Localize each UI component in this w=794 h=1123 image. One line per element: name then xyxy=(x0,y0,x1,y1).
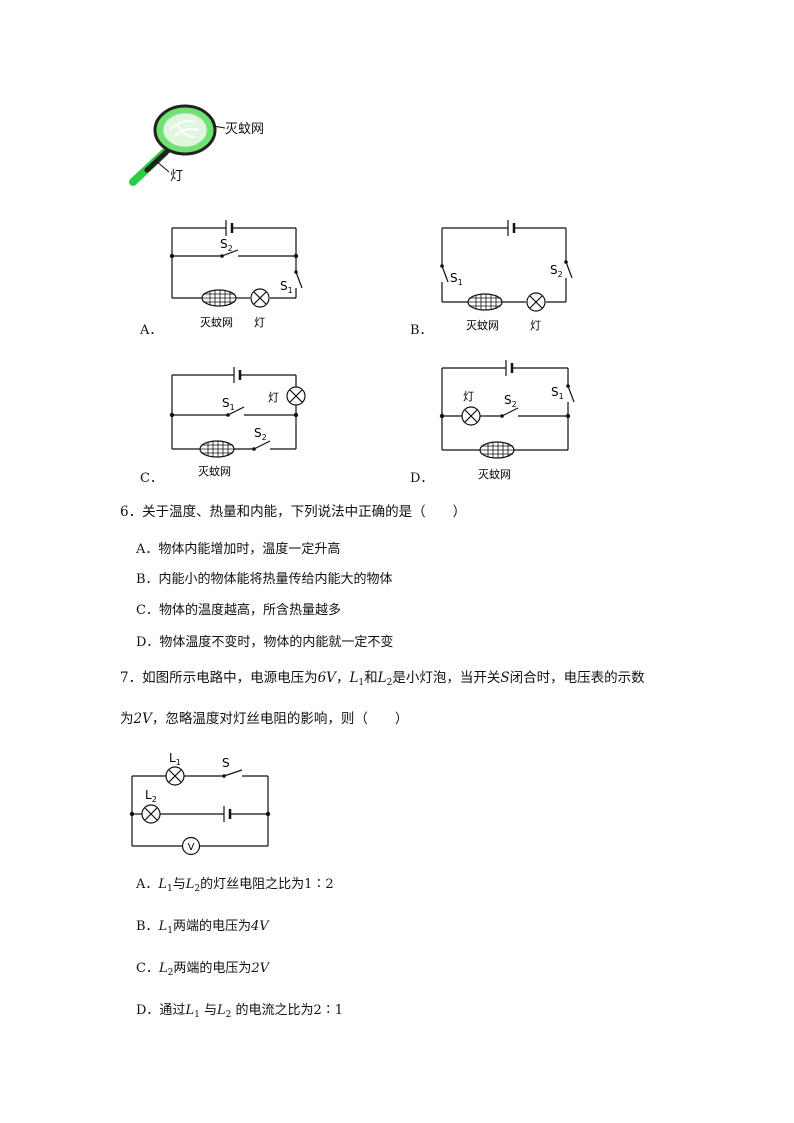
circuit-c: S1 S2 灯 灭蚊网 xyxy=(140,355,320,485)
q7-stem-line2: 为2V，忽略温度对灯丝电阻的影响，则（ ） xyxy=(120,711,409,727)
swatter-net-label: 灭蚊网 xyxy=(225,122,265,137)
q7-l2-label: L2 xyxy=(145,788,157,804)
circuit-c-net-label: 灭蚊网 xyxy=(198,464,231,478)
circuit-b-s2-label: S2 xyxy=(550,263,563,279)
q7-option-a[interactable]: A．L1与L2的灯丝电阻之比为1∶2 xyxy=(136,877,334,894)
circuit-b: S1 S2 灭蚊网 灯 xyxy=(410,210,590,340)
circuit-b-diagram: S1 S2 灭蚊网 灯 xyxy=(440,220,573,332)
swatter-illustration xyxy=(129,104,226,186)
circuit-c-diagram: S1 S2 灯 灭蚊网 xyxy=(169,367,306,478)
circuit-c-lamp-label: 灯 xyxy=(268,391,279,404)
q6-option-d[interactable]: D．物体温度不变时，物体的内能就一定不变 xyxy=(136,635,394,650)
option-a-letter[interactable]: A． xyxy=(140,323,163,338)
q7-option-c[interactable]: C．L2两端的电压为2V xyxy=(136,961,270,978)
q6-stem: 6．关于温度、热量和内能，下列说法中正确的是（ ） xyxy=(120,504,467,520)
circuit-a: S2 S1 灭蚊网 灯 xyxy=(140,210,320,340)
q6-option-a[interactable]: A．物体内能增加时，温度一定升高 xyxy=(136,542,341,557)
swatter-lamp-label: 灯 xyxy=(170,169,184,184)
circuit-d-diagram: 灯 S2 S1 灭蚊网 xyxy=(439,360,575,481)
swatter-figure xyxy=(125,100,305,190)
circuit-d: 灯 S2 S1 灭蚊网 xyxy=(410,350,600,485)
circuit-a-s1-label: S1 xyxy=(280,279,293,295)
option-c-letter[interactable]: C． xyxy=(140,471,163,486)
q7-stem-line1: 7．如图所示电路中，电源电压为6V，L1和L2是小灯泡，当开关S闭合时，电压表的… xyxy=(120,670,645,688)
circuit-a-s2-label: S2 xyxy=(220,237,233,253)
circuit-c-s1-label: S1 xyxy=(222,396,235,412)
circuit-a-net-label: 灭蚊网 xyxy=(200,315,233,329)
circuit-a-lamp-label: 灯 xyxy=(254,316,265,329)
circuit-a-diagram: S2 S1 灭蚊网 灯 xyxy=(169,220,303,329)
q7-circuit-diagram: V L1 L2 S xyxy=(129,751,271,856)
circuit-c-s2-label: S2 xyxy=(254,426,267,442)
circuit-d-s2-label: S2 xyxy=(504,393,517,409)
circuit-d-net-label: 灭蚊网 xyxy=(478,467,511,481)
circuit-d-s1-label: S1 xyxy=(551,385,564,401)
q7-circuit: V L1 L2 S xyxy=(120,748,290,860)
q7-option-b[interactable]: B．L1两端的电压为4V xyxy=(136,919,269,936)
q7-option-d[interactable]: D．通过L1 与L2 的电流之比为2∶1 xyxy=(136,1003,344,1020)
q7-voltmeter-label: V xyxy=(188,842,195,853)
circuit-b-s1-label: S1 xyxy=(450,271,463,287)
option-b-letter[interactable]: B． xyxy=(410,323,433,338)
circuit-b-net-label: 灭蚊网 xyxy=(466,318,499,332)
option-d-letter[interactable]: D． xyxy=(410,471,434,486)
circuit-d-lamp-label: 灯 xyxy=(463,390,474,403)
q7-switch-label: S xyxy=(222,756,230,770)
circuit-b-lamp-label: 灯 xyxy=(530,319,541,332)
q6-option-b[interactable]: B．内能小的物体能将热量传给内能大的物体 xyxy=(136,572,393,587)
q7-l1-label: L1 xyxy=(169,751,181,767)
q6-option-c[interactable]: C．物体的温度越高，所含热量越多 xyxy=(136,603,341,618)
